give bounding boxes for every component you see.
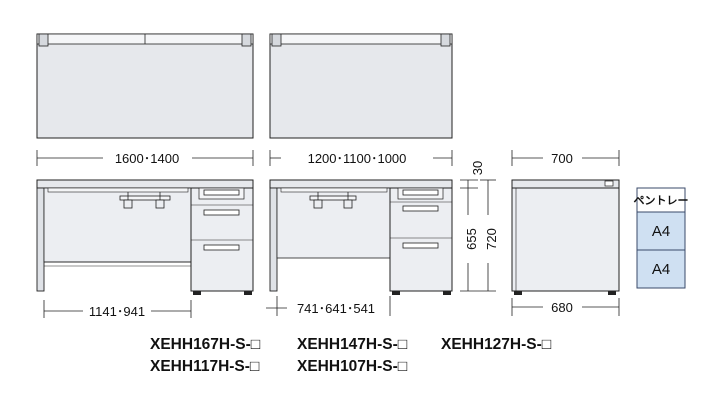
dim-line-depth-top <box>511 150 620 166</box>
dim-depth-bottom: 680 <box>551 300 573 315</box>
model-xehh127: XEHH127H-S-□ <box>441 336 552 353</box>
dim-inner-width-left: 1141･941 <box>89 304 145 319</box>
dim-top-width-left: 1600･1400 <box>115 151 179 166</box>
dim-line-inner-mid <box>266 296 391 316</box>
dim-height-inner: 655 <box>464 228 479 250</box>
dim-line-heights <box>460 179 496 292</box>
dim-top-width-mid: 1200･1100･1000 <box>308 151 407 166</box>
top-view-large <box>36 33 254 139</box>
dim-line-top-left <box>36 150 254 166</box>
top-view-medium <box>269 33 453 139</box>
side-view <box>511 179 620 295</box>
front-view-medium <box>269 179 453 295</box>
dim-depth-top: 700 <box>551 151 573 166</box>
tray-table-row-2: A4 <box>652 261 670 278</box>
front-view-large <box>36 179 254 295</box>
dim-height-total: 720 <box>484 228 499 250</box>
dim-inner-width-mid: 741･641･541 <box>297 301 375 316</box>
model-xehh147: XEHH147H-S-□ <box>297 336 408 353</box>
tray-table-header: ペントレー <box>634 194 689 207</box>
tray-table <box>636 187 686 289</box>
model-xehh117: XEHH117H-S-□ <box>150 358 260 375</box>
tray-table-row-1: A4 <box>652 223 670 240</box>
dim-line-top-mid <box>269 150 453 166</box>
model-xehh167: XEHH167H-S-□ <box>150 336 261 353</box>
dim-line-inner-left <box>43 300 192 318</box>
model-xehh107: XEHH107H-S-□ <box>297 358 408 375</box>
dim-line-depth-bottom <box>511 298 620 316</box>
dim-height-small: 30 <box>470 161 485 175</box>
